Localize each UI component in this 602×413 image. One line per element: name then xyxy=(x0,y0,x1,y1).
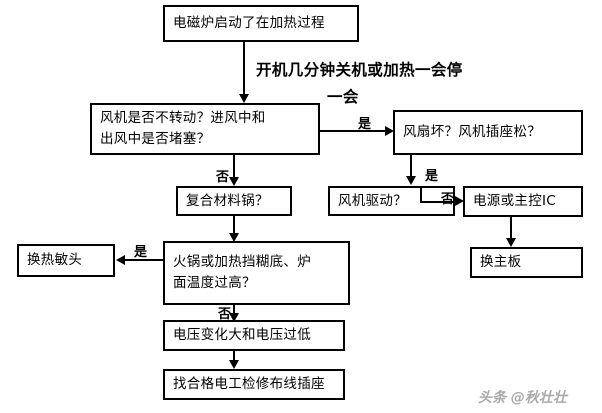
node-fan-check: 风机是否不转动？进风中和 出风中是否堵塞？ xyxy=(90,103,320,155)
edge-fan-check-to-composite-pot xyxy=(233,155,235,180)
edge-fan-broken-to-fan-drive xyxy=(410,155,412,178)
arrowhead-fan-check-to-composite-pot xyxy=(229,177,239,186)
arrowhead-voltage-to-electrician xyxy=(229,360,239,369)
arrowhead-fan-check-to-fan-broken xyxy=(385,126,394,136)
node-replace-board: 换主板 xyxy=(470,247,583,278)
edge-hotpot-to-voltage xyxy=(233,305,235,317)
node-start: 电磁炉启动了在加热过程 xyxy=(163,5,359,42)
edge-composite-pot-to-hotpot xyxy=(233,216,235,235)
node-fan-broken-label: 风扇坏？风机插座松？ xyxy=(403,124,541,141)
edge-fan-drive-riser xyxy=(420,186,422,202)
edge-label-fan-drive-no: 否 xyxy=(441,192,455,207)
edge-voltage-to-electrician xyxy=(233,351,235,363)
arrowhead-start-to-fan-check xyxy=(239,94,249,103)
watermark: 头条 @秋壮壮 xyxy=(478,390,567,406)
arrowhead-fan-broken-to-fan-drive xyxy=(406,176,416,185)
node-composite-pot-label: 复合材料锅？ xyxy=(186,192,269,209)
edge-fan-drive-to-power-ic xyxy=(420,201,460,203)
edge-label-fan-check-no: 否 xyxy=(216,170,230,185)
edge-label-fan-drive-yes: 是 xyxy=(425,169,439,184)
node-fan-broken: 风扇坏？风机插座松？ xyxy=(393,110,583,155)
node-hotpot-temp: 火锅或加热挡糊底、炉 面温度过高？ xyxy=(163,241,350,305)
edge-start-to-fan-check xyxy=(243,42,245,97)
caption-sub: 一会 xyxy=(327,88,359,106)
node-fan-check-label: 风机是否不转动？进风中和 出风中是否堵塞？ xyxy=(100,110,266,147)
node-replace-sensor-label: 换热敏头 xyxy=(27,252,83,269)
arrowhead-hotpot-to-replace-sensor xyxy=(116,255,125,265)
node-replace-sensor: 换热敏头 xyxy=(17,244,115,277)
caption-main: 开机几分钟关机或加热一会停 xyxy=(256,61,463,79)
edge-hotpot-to-replace-sensor xyxy=(125,259,165,261)
edge-label-hotpot-yes: 是 xyxy=(134,245,148,260)
arrowhead-power-ic-to-replace-board xyxy=(506,238,516,247)
node-fan-drive-label: 风机驱动？ xyxy=(338,192,407,209)
node-power-ic-label: 电源或主控IC xyxy=(473,193,557,210)
node-voltage: 电压变化大和电压过低 xyxy=(163,320,345,351)
edge-power-ic-to-replace-board xyxy=(510,217,512,240)
node-composite-pot: 复合材料锅？ xyxy=(176,186,292,216)
node-electrician: 找合格电工检修布线插座 xyxy=(163,369,345,400)
arrowhead-fan-drive-to-power-ic xyxy=(455,196,464,206)
node-hotpot-temp-label: 火锅或加热挡糊底、炉 面温度过高？ xyxy=(173,254,311,291)
arrowhead-hotpot-to-voltage xyxy=(229,313,239,322)
node-power-ic: 电源或主控IC xyxy=(463,186,583,217)
edge-label-fan-check-yes: 是 xyxy=(358,117,372,132)
node-electrician-label: 找合格电工检修布线插座 xyxy=(173,376,325,393)
arrowhead-composite-pot-to-hotpot xyxy=(229,233,239,242)
node-voltage-label: 电压变化大和电压过低 xyxy=(173,327,311,344)
node-start-label: 电磁炉启动了在加热过程 xyxy=(173,15,325,32)
edge-fan-check-to-fan-broken xyxy=(320,130,388,132)
edge-label-hotpot-no: 否 xyxy=(218,307,232,322)
node-replace-board-label: 换主板 xyxy=(480,254,522,271)
